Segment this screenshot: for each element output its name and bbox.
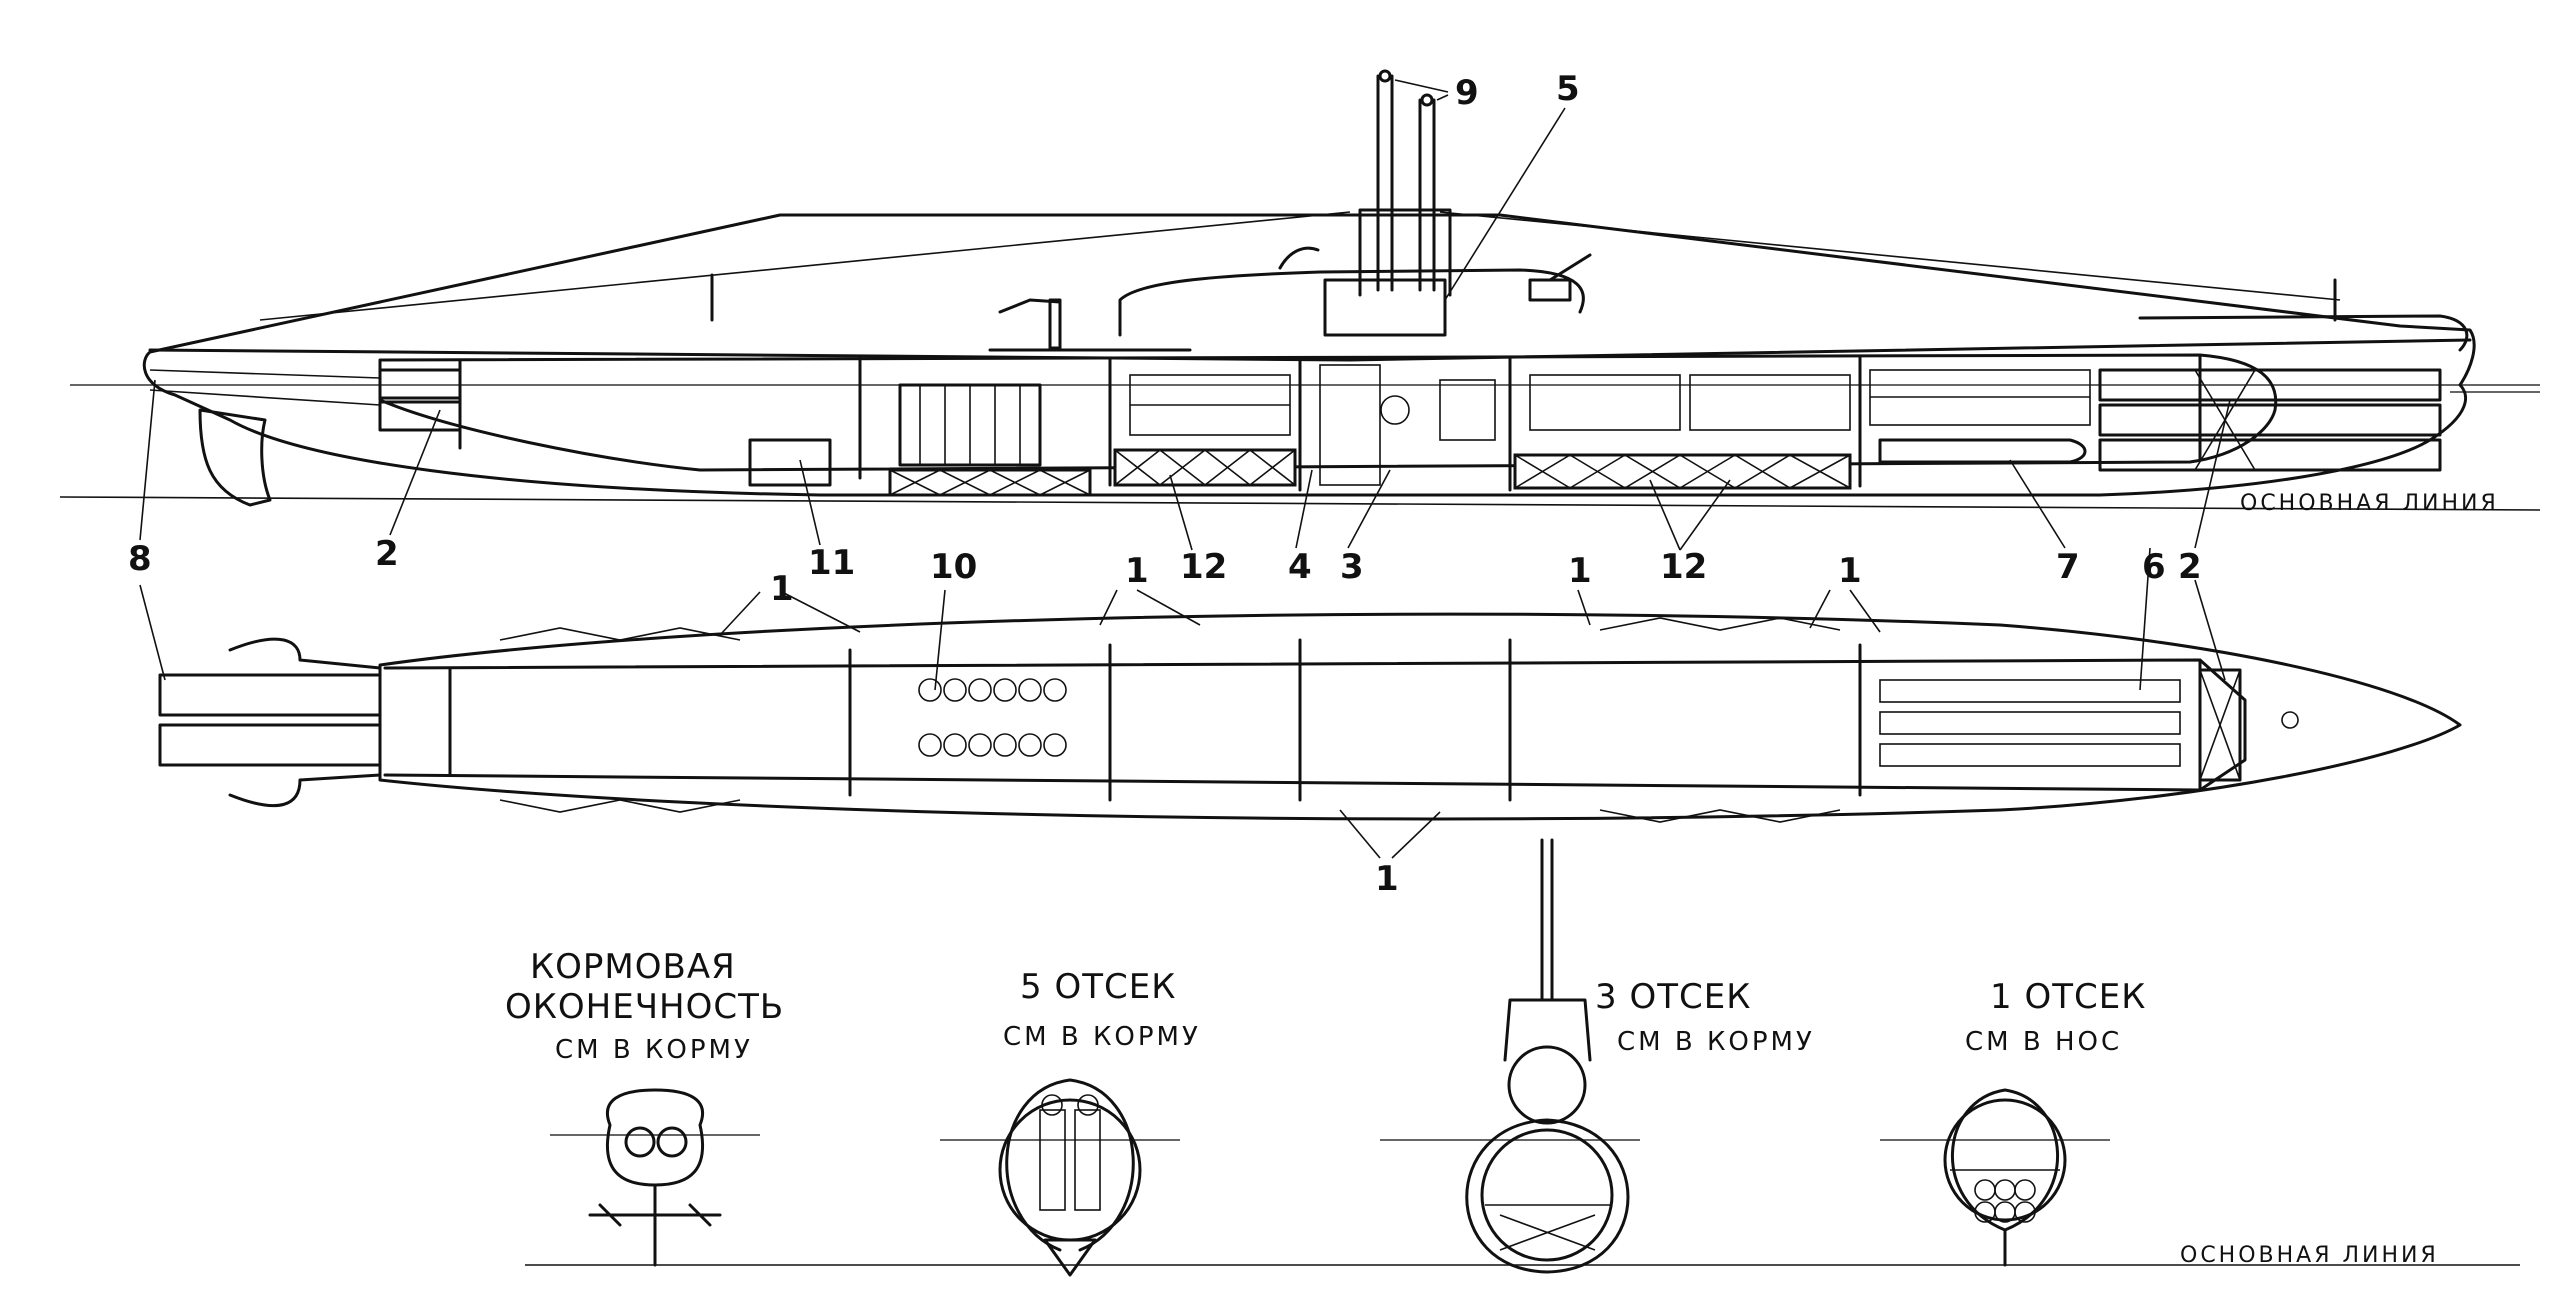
callout-1-aft: 1	[770, 569, 794, 609]
stern-view: СМ В КОРМУ	[555, 1035, 753, 1065]
comp1-title: 1 ОТСЕК	[1990, 977, 2146, 1017]
callout-1-fwd: 1	[1838, 551, 1862, 591]
stern-title-1: КОРМОВАЯ	[530, 947, 736, 987]
callout-9: 9	[1455, 73, 1479, 113]
callout-12-fwd: 12	[1660, 547, 1707, 587]
side-profile	[59, 69, 2541, 511]
callout-1-mid: 1	[1125, 551, 1149, 591]
callout-5: 5	[1556, 69, 1580, 109]
plan-callouts: 1 1 1 1 1	[719, 551, 1881, 899]
stern-title-2: ОКОНЕЧНОСТЬ	[505, 987, 784, 1027]
callout-10: 10	[930, 547, 977, 587]
battery-aft	[1113, 448, 1297, 487]
plan-view	[158, 612, 2462, 823]
comp3-view: СМ В КОРМУ	[1617, 1027, 1815, 1057]
baseline-label-sections: ОСНОВНАЯ ЛИНИЯ	[2180, 1243, 2439, 1268]
callout-1-bottom: 1	[1375, 859, 1399, 899]
side-callouts: 9 5 2 11 12 4 3 12 7 6 2 8 10	[128, 69, 2231, 691]
callout-1-fwd-mid: 1	[1568, 551, 1592, 591]
comp1-view: СМ В НОС	[1965, 1027, 2122, 1057]
comp5-title: 5 ОТСЕК	[1020, 967, 1176, 1007]
compartment-3-section: 3 ОТСЕК СМ В КОРМУ	[1465, 838, 1815, 1274]
plan-engines	[918, 678, 1067, 757]
diesel-foundation	[888, 468, 1092, 497]
callout-6: 6	[2142, 547, 2166, 587]
compartment-1-section: 1 ОТСЕК СМ В НОС	[1943, 977, 2146, 1267]
comp3-title: 3 ОТСЕК	[1595, 977, 1751, 1017]
callout-8: 8	[128, 539, 152, 579]
callout-4: 4	[1288, 547, 1312, 587]
battery-forward	[1513, 453, 1852, 490]
compartment-5-section: 5 ОТСЕК СМ В КОРМУ	[998, 967, 1201, 1277]
callout-3: 3	[1340, 547, 1364, 587]
callout-12-aft: 12	[1180, 547, 1227, 587]
baseline-label-side: ОСНОВНАЯ ЛИНИЯ	[2240, 491, 2499, 516]
callout-7: 7	[2056, 547, 2080, 587]
callout-2-aft: 2	[375, 534, 399, 574]
callout-2-fwd: 2	[2178, 547, 2202, 587]
stern-section: КОРМОВАЯ ОКОНЕЧНОСТЬ СМ В КОРМУ	[505, 947, 784, 1267]
comp5-view: СМ В КОРМУ	[1003, 1022, 1201, 1052]
callout-11: 11	[808, 543, 855, 583]
